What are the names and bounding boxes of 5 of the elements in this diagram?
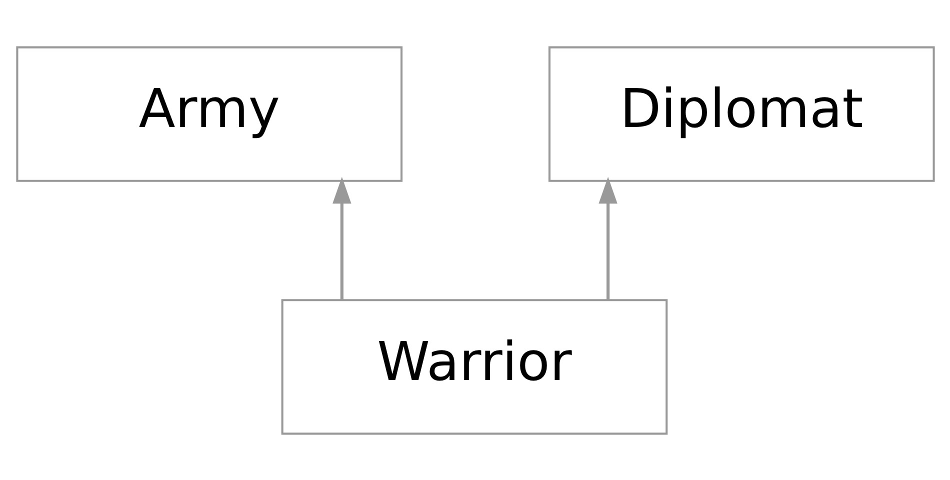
node-box: Diplomat <box>548 46 934 182</box>
arrow <box>598 176 617 300</box>
node-box: Army <box>16 46 402 182</box>
node-box: Warrior <box>280 298 668 434</box>
arrow <box>332 176 351 300</box>
